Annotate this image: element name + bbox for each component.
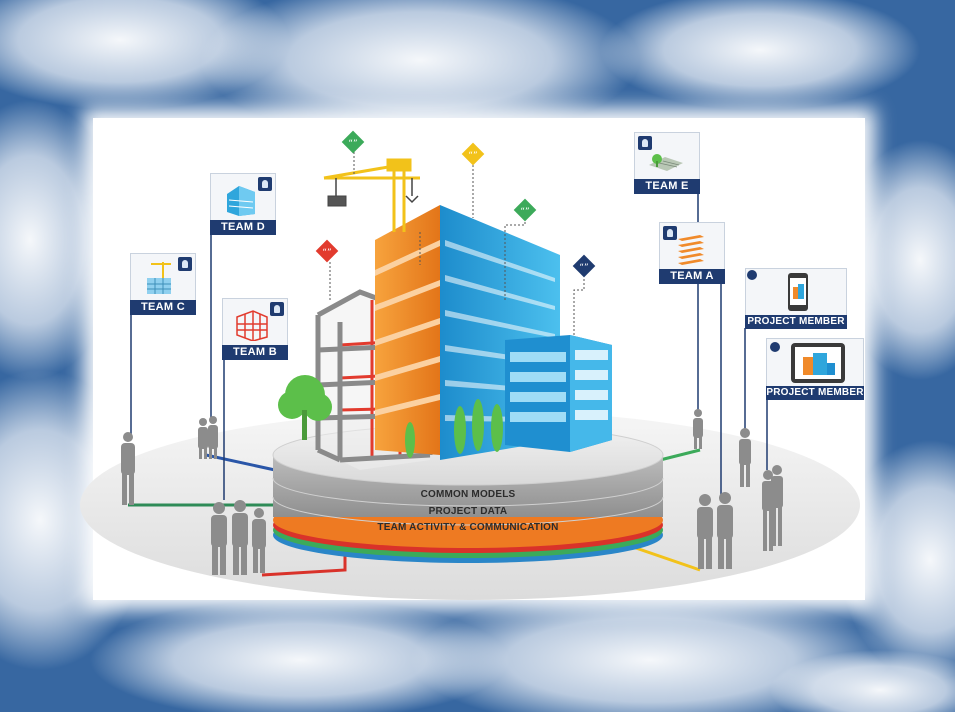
person-silhouette-icon [697, 492, 733, 569]
person-silhouette-icon [693, 409, 703, 449]
trees [278, 375, 503, 458]
quote-bubble-icon: “” [315, 239, 339, 300]
user-badge-icon [258, 177, 272, 191]
team-b-thumbnail [222, 298, 288, 345]
quote-bubble-icon: “” [461, 142, 485, 218]
team-e-label: TEAM E [634, 179, 700, 194]
team-c-card: TEAM C [130, 253, 196, 315]
blue-annex [505, 335, 612, 452]
tablet-icon [770, 342, 845, 383]
svg-text:“”: “” [579, 263, 588, 273]
person-silhouette-icon [121, 432, 135, 505]
team-a-thumbnail [659, 222, 725, 269]
orange-floors-icon [678, 235, 704, 265]
person-silhouette-icon [762, 465, 783, 551]
team-d-card: TEAM D [210, 173, 276, 235]
quote-bubble-icon: “” [572, 254, 596, 335]
quote-bubble-icon: “” [341, 130, 365, 175]
project-member-tablet-label: PROJECT MEMBER [766, 386, 864, 400]
team-d-thumbnail [210, 173, 276, 220]
user-badge-icon [663, 226, 677, 240]
team-e-card: TEAM E [634, 132, 700, 194]
svg-text:“”: “” [520, 207, 529, 217]
blue-building-icon [227, 186, 255, 216]
orange-building [375, 205, 440, 455]
project-member-tablet-card: PROJECT MEMBER [766, 338, 864, 400]
building-crane-icon [147, 262, 171, 294]
project-member-phone-label: PROJECT MEMBER [745, 315, 847, 329]
team-c-label: TEAM C [130, 300, 196, 315]
team-d-label: TEAM D [210, 220, 276, 235]
phone-thumbnail [745, 268, 847, 315]
team-a-label: TEAM A [659, 269, 725, 284]
site-plan-icon [649, 154, 683, 171]
person-silhouette-icon [211, 500, 266, 575]
layer-common-models: COMMON MODELS [420, 489, 516, 500]
team-e-thumbnail [634, 132, 700, 179]
smartphone-icon [747, 270, 808, 311]
user-badge-icon [270, 302, 284, 316]
crane-icon [323, 158, 420, 232]
red-frame-icon [236, 310, 268, 341]
svg-text:“”: “” [348, 139, 357, 149]
people-silhouettes [121, 409, 783, 575]
tablet-thumbnail [766, 338, 864, 386]
person-silhouette-icon [198, 416, 218, 459]
layer-team-activity: TEAM ACTIVITY & COMMUNICATION [377, 522, 559, 533]
svg-text:“”: “” [468, 151, 477, 161]
team-b-card: TEAM B [222, 298, 288, 360]
user-badge-icon [178, 257, 192, 271]
user-badge-icon [638, 136, 652, 150]
layer-project-data: PROJECT DATA [428, 506, 508, 517]
project-member-phone-card: PROJECT MEMBER [745, 268, 847, 329]
svg-text:“”: “” [322, 248, 331, 258]
team-c-thumbnail [130, 253, 196, 300]
team-b-label: TEAM B [222, 345, 288, 360]
person-silhouette-icon [739, 428, 751, 487]
team-a-card: TEAM A [659, 222, 725, 284]
